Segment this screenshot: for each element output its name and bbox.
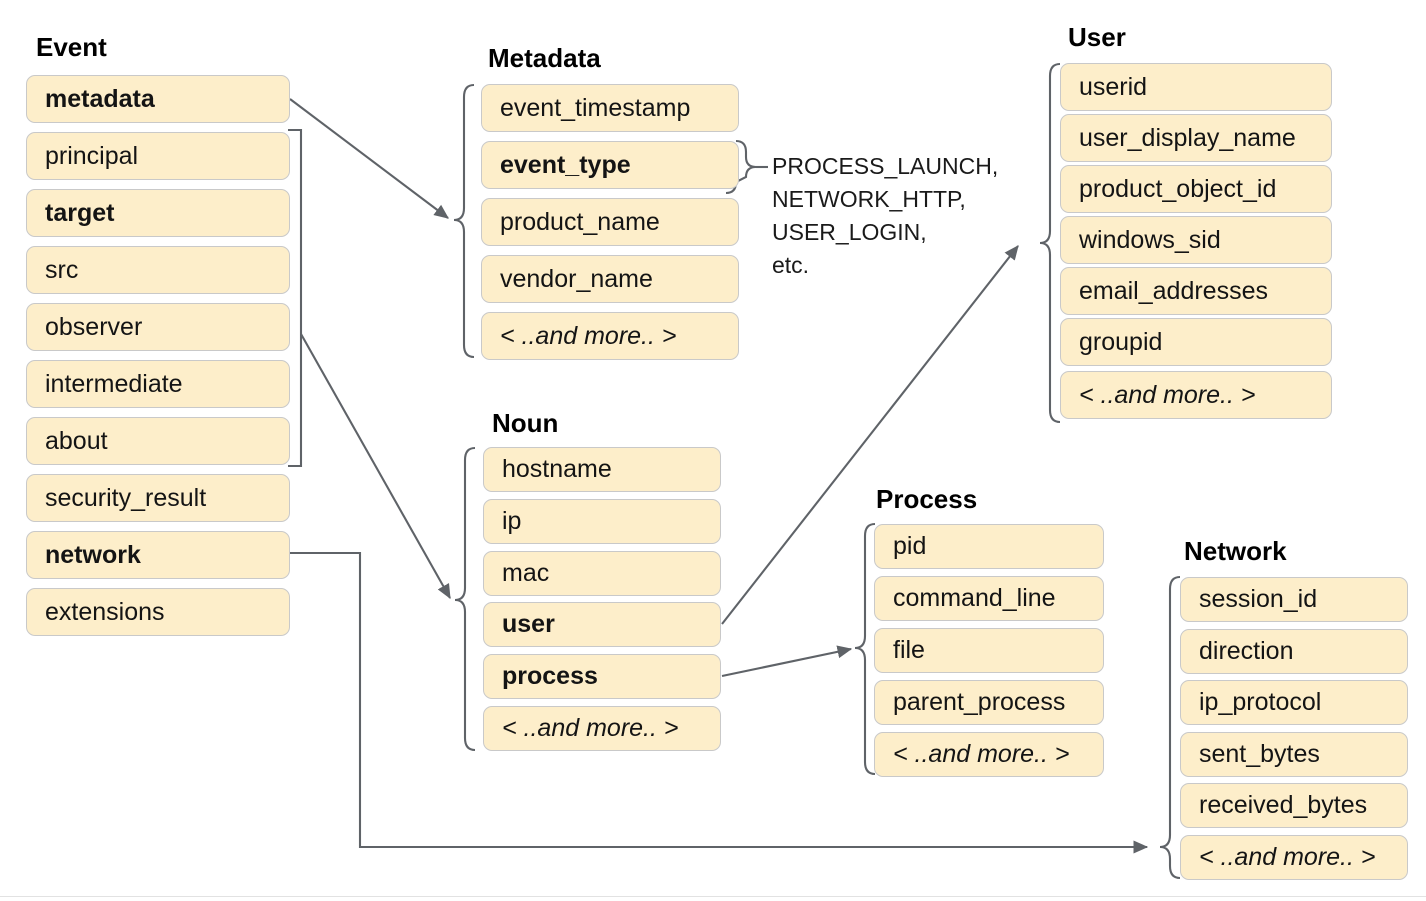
group-title-metadata: Metadata [488, 43, 601, 73]
field-metadata-event-type[interactable]: event_type [481, 141, 739, 189]
brace-noun [454, 446, 476, 752]
field-network-ip-protocol[interactable]: ip_protocol [1180, 680, 1408, 725]
field-process-pid[interactable]: pid [874, 524, 1104, 569]
group-title-user: User [1068, 22, 1126, 52]
brace-user [1039, 62, 1061, 424]
field-process-parent-process[interactable]: parent_process [874, 680, 1104, 725]
field-network-and-more[interactable]: < ..and more.. > [1180, 835, 1408, 880]
field-noun-hostname[interactable]: hostname [483, 447, 721, 492]
connector-metadata [289, 98, 449, 219]
field-metadata-vendor-name[interactable]: vendor_name [481, 255, 739, 303]
brace-metadata [453, 83, 475, 359]
field-event-metadata[interactable]: metadata [26, 75, 290, 123]
field-event-network[interactable]: network [26, 531, 290, 579]
field-event-src[interactable]: src [26, 246, 290, 294]
field-network-session-id[interactable]: session_id [1180, 577, 1408, 622]
field-noun-mac[interactable]: mac [483, 551, 721, 596]
group-title-process: Process [876, 484, 978, 514]
brace-network [1159, 575, 1181, 880]
field-noun-and-more[interactable]: < ..and more.. > [483, 706, 721, 751]
field-user-email-addresses[interactable]: email_addresses [1060, 267, 1332, 315]
field-event-about[interactable]: about [26, 417, 290, 465]
bracket-event-principal-about [288, 128, 303, 468]
field-noun-process[interactable]: process [483, 654, 721, 699]
field-event-security-result[interactable]: security_result [26, 474, 290, 522]
brace-process [854, 522, 876, 776]
group-title-noun: Noun [492, 408, 559, 438]
field-event-intermediate[interactable]: intermediate [26, 360, 290, 408]
field-noun-ip[interactable]: ip [483, 499, 721, 544]
connector-noun [300, 333, 451, 600]
field-event-extensions[interactable]: extensions [26, 588, 290, 636]
field-process-and-more[interactable]: < ..and more.. > [874, 732, 1104, 777]
field-metadata-and-more[interactable]: < ..and more.. > [481, 312, 739, 360]
field-user-groupid[interactable]: groupid [1060, 318, 1332, 366]
connector-process [721, 645, 853, 678]
group-title-network: Network [1184, 536, 1287, 566]
field-user-product-object-id[interactable]: product_object_id [1060, 165, 1332, 213]
field-user-user-display-name[interactable]: user_display_name [1060, 114, 1332, 162]
field-metadata-product-name[interactable]: product_name [481, 198, 739, 246]
field-network-received-bytes[interactable]: received_bytes [1180, 783, 1408, 828]
field-metadata-event-timestamp[interactable]: event_timestamp [481, 84, 739, 132]
field-event-target[interactable]: target [26, 189, 290, 237]
field-event-principal[interactable]: principal [26, 132, 290, 180]
field-user-and-more[interactable]: < ..and more.. > [1060, 371, 1332, 419]
bottom-divider [0, 896, 1426, 897]
field-network-direction[interactable]: direction [1180, 629, 1408, 674]
group-title-event: Event [36, 32, 107, 62]
field-event-observer[interactable]: observer [26, 303, 290, 351]
annotation-event-type-values: PROCESS_LAUNCH, NETWORK_HTTP, USER_LOGIN… [772, 153, 999, 278]
field-user-userid[interactable]: userid [1060, 63, 1332, 111]
field-user-windows-sid[interactable]: windows_sid [1060, 216, 1332, 264]
field-process-file[interactable]: file [874, 628, 1104, 673]
field-network-sent-bytes[interactable]: sent_bytes [1180, 732, 1408, 777]
field-process-command-line[interactable]: command_line [874, 576, 1104, 621]
field-noun-user[interactable]: user [483, 602, 721, 647]
